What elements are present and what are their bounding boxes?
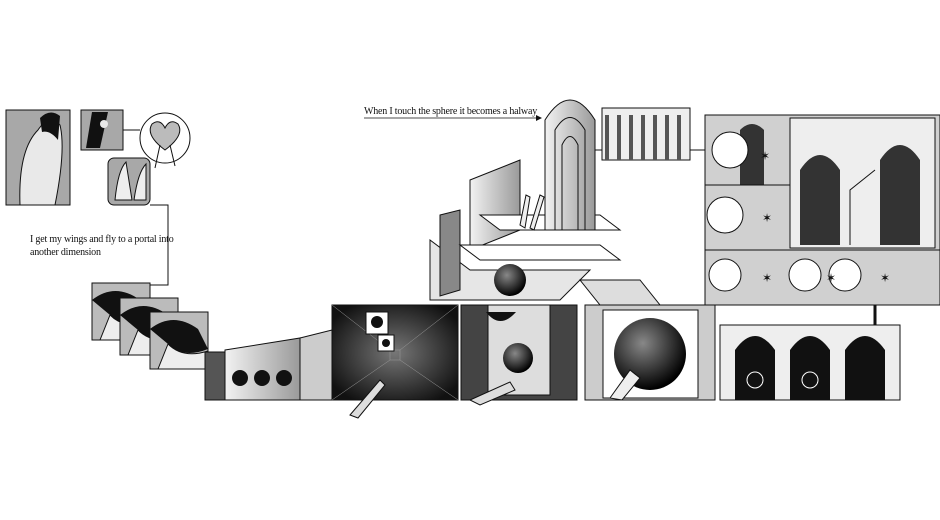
svg-text:✶: ✶ xyxy=(762,211,772,225)
svg-text:✶: ✶ xyxy=(826,271,836,285)
svg-text:✶: ✶ xyxy=(762,271,772,285)
panel-figure-hug xyxy=(5,109,71,206)
hallway-arches xyxy=(544,99,596,231)
panel-sphere-large xyxy=(584,304,716,401)
panel-wings xyxy=(107,157,151,206)
caption-sphere: When I touch the sphere it becomes a hal… xyxy=(364,106,537,117)
ornate-doorways-panel xyxy=(719,324,901,401)
arch-colonnade-panel xyxy=(601,107,691,161)
panel-grid-room xyxy=(331,304,459,419)
heart-circle xyxy=(139,112,191,169)
caption-wings: I get my wings and fly to a portal into … xyxy=(30,234,174,258)
panel-hand xyxy=(80,109,124,151)
portal-tunnel xyxy=(204,329,333,401)
panel-sphere-small xyxy=(460,304,578,406)
svg-text:✶: ✶ xyxy=(880,271,890,285)
svg-text:✶: ✶ xyxy=(760,149,770,163)
hallway-grid: ✶ ✶ ✶ ✶ ✶ xyxy=(704,114,940,306)
face-panel-stack xyxy=(91,282,209,370)
